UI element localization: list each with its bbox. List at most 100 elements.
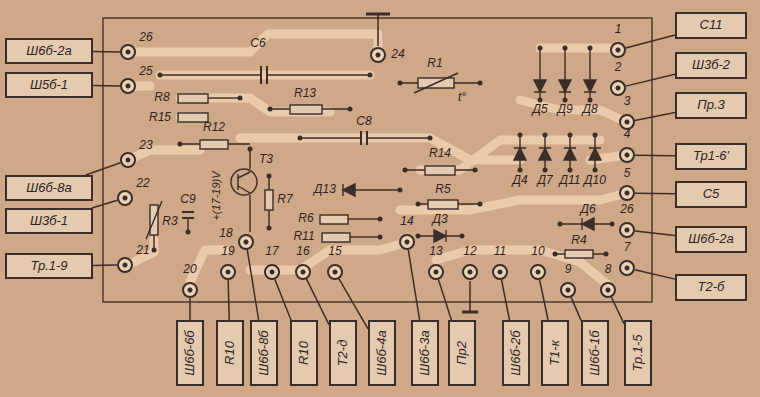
solder-hole (178, 142, 183, 147)
component-symbols (428, 200, 458, 209)
component-label: R8 (154, 91, 169, 104)
solder-hole (378, 235, 383, 240)
component-label: Д3 (432, 213, 447, 226)
component-symbols (343, 184, 400, 196)
solder-hole (563, 46, 568, 51)
wire-destination: Т1-к (548, 340, 562, 366)
component-label: R4 (571, 234, 586, 247)
solder-hole (378, 217, 383, 222)
wire-destination: Ш6б-3а (418, 330, 432, 375)
connection-box: Ш6б-3а (411, 320, 439, 386)
component-label: Д5 (532, 103, 547, 116)
connection-box: Ш6б-1б (581, 320, 609, 386)
solder-hole (588, 98, 593, 103)
component-label: R14 (429, 147, 451, 160)
leader-line (227, 280, 229, 320)
copper-trace (436, 250, 608, 285)
leader-line (307, 279, 329, 324)
solder-pad: 17 (264, 264, 280, 280)
component-symbols (582, 218, 594, 230)
component-symbols (361, 131, 367, 145)
solder-hole (238, 96, 243, 101)
pad-number: 11 (494, 245, 506, 258)
solder-hole (368, 73, 373, 78)
wire-destination: Ш6б-2а (688, 232, 733, 246)
connection-box: Тр1-6' (675, 143, 747, 170)
leader-line (635, 192, 675, 194)
solder-hole (398, 188, 403, 193)
pad-number: 3 (624, 95, 631, 108)
solder-hole (416, 234, 421, 239)
solder-pad: 1 (610, 42, 626, 58)
solder-hole (267, 174, 272, 179)
component-symbols (514, 148, 601, 160)
copper-trace (160, 71, 370, 80)
component-symbols (182, 212, 194, 218)
component-symbols (290, 105, 322, 114)
ground-symbol (378, 14, 470, 312)
leader-line (571, 297, 581, 320)
wire-destination: R10 (297, 341, 311, 365)
wire-destination: Пр.3 (697, 98, 725, 112)
wire-destination: Ш6б-8а (26, 181, 71, 195)
leader-line (92, 200, 117, 208)
solder-pad: 23 (120, 152, 136, 168)
component-symbols (261, 66, 267, 84)
component-label: Д4 (512, 174, 527, 187)
solder-pad: 20 (182, 282, 198, 298)
solder-pad: 11 (492, 264, 508, 280)
solder-hole (558, 222, 563, 227)
connection-box: Ш6б-8а (5, 175, 93, 201)
component-symbols (400, 73, 480, 93)
component-symbols (425, 166, 455, 175)
copper-trace (128, 34, 378, 55)
wire-destination: Ш3б-2 (692, 58, 730, 72)
component-label: R6 (298, 212, 313, 225)
solder-hole (588, 46, 593, 51)
component-symbols (514, 147, 601, 148)
component-symbols (268, 176, 269, 228)
component-symbols (581, 218, 582, 230)
component-symbols (146, 48, 612, 258)
solder-hole (298, 136, 303, 141)
component-label: Т3 (259, 153, 273, 166)
component-symbols (534, 80, 596, 92)
component-label: С6 (250, 37, 265, 50)
component-symbols (343, 184, 355, 196)
leader-line (189, 298, 191, 320)
connection-box: Тр.1-5 (624, 320, 652, 386)
solder-hole (518, 133, 523, 138)
solder-pad: 4 (619, 147, 635, 163)
component-label: R15 (149, 111, 171, 124)
solder-pad: 25 (120, 78, 136, 94)
leader-line (502, 280, 510, 320)
pad-number: 24 (391, 48, 404, 61)
leader-line (635, 231, 675, 236)
connection-box: Ш6б-2а (675, 226, 747, 253)
connection-box: Пр.3 (675, 92, 747, 119)
component-label: R3 (162, 215, 177, 228)
component-label: R5 (435, 183, 450, 196)
component-symbols (180, 143, 250, 144)
wire-destination: Тр.1-5 (631, 334, 645, 371)
component-label: t° (458, 91, 466, 104)
wire-destination: Ш6б-2а (26, 44, 71, 58)
wire-destination: С5 (703, 187, 720, 201)
solder-pad: 21 (117, 257, 133, 273)
solder-hole (268, 107, 273, 112)
wire-destination: Пр2 (455, 341, 469, 365)
component-symbols (348, 218, 380, 219)
wire-destination: Т2-д (336, 340, 350, 367)
pad-number: 10 (531, 245, 544, 258)
component-label: R13 (294, 87, 316, 100)
pad-number: 1 (615, 23, 622, 36)
leader-line (626, 74, 675, 86)
leader-line (626, 35, 675, 48)
connection-box: Т1-к (541, 320, 569, 386)
solder-hole (538, 98, 543, 103)
solder-hole (604, 252, 609, 257)
component-symbols (146, 201, 162, 250)
component-symbols (238, 149, 250, 232)
solder-hole (543, 133, 548, 138)
pad-number: 8 (605, 263, 612, 276)
